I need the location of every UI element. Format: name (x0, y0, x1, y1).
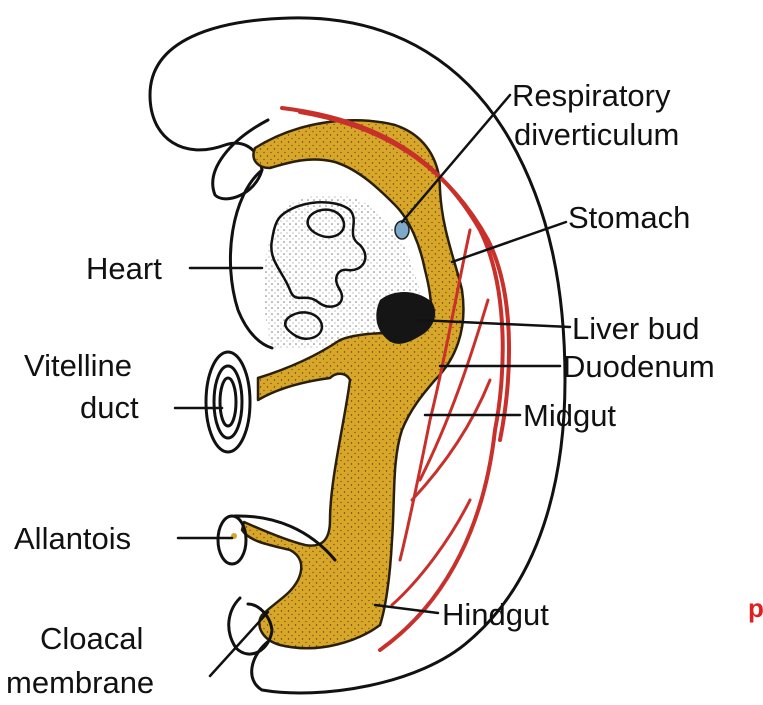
label-vitelline-line2: duct (80, 390, 139, 425)
label-vitelline-line1: Vitelline (24, 348, 132, 383)
label-allantois: Allantois (14, 521, 131, 556)
label-hindgut: Hindgut (442, 597, 549, 632)
label-cloacal-line2: membrane (6, 665, 154, 700)
label-cloacal-line1: Cloacal (40, 621, 143, 656)
label-midgut: Midgut (523, 398, 616, 433)
label-liver-bud: Liver bud (572, 311, 700, 346)
respiratory-tip (395, 221, 409, 239)
label-respiratory-line2: diverticulum (514, 117, 679, 152)
label-duodenum: Duodenum (563, 349, 715, 384)
edge-text-fragment: p (748, 593, 763, 623)
label-heart: Heart (86, 251, 162, 286)
label-respiratory-line1: Respiratory (512, 78, 671, 113)
vitelline-duct (206, 352, 250, 452)
label-stomach: Stomach (568, 200, 690, 235)
